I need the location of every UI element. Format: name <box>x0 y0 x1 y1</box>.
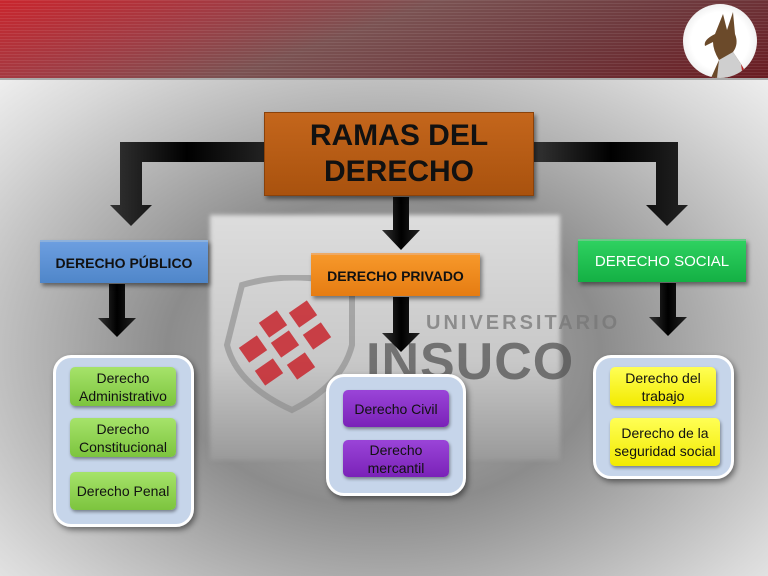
branch-derecho-publico: DERECHO PÚBLICO <box>40 240 208 283</box>
item-derecho-civil: Derecho Civil <box>343 390 449 427</box>
item-derecho-constitucional: Derecho Constitucional <box>70 418 176 457</box>
item-derecho-del-trabajo: Derecho del trabajo <box>610 367 716 406</box>
arrow-social-items <box>649 283 687 336</box>
watermark-line1: UNIVERSITARIO <box>426 312 621 334</box>
arrow-publico-items <box>98 284 136 337</box>
item-derecho-penal: Derecho Penal <box>70 472 176 510</box>
header-band <box>0 0 768 80</box>
title-line-1: RAMAS DEL <box>309 119 489 152</box>
arrow-to-publico <box>110 142 264 226</box>
item-derecho-mercantil: Derecho mercantil <box>343 440 449 477</box>
item-derecho-administrativo: Derecho Administrativo <box>70 367 176 406</box>
branch-derecho-privado: DERECHO PRIVADO <box>311 253 480 296</box>
arrow-to-social <box>534 142 688 226</box>
arrow-privado-items <box>382 297 420 352</box>
arrow-to-privado <box>382 197 420 250</box>
branch-derecho-social: DERECHO SOCIAL <box>578 239 746 282</box>
mascot-avatar <box>683 4 757 78</box>
item-derecho-seguridad-social: Derecho de la seguridad social <box>610 418 720 466</box>
title-line-2: DERECHO <box>323 155 474 188</box>
